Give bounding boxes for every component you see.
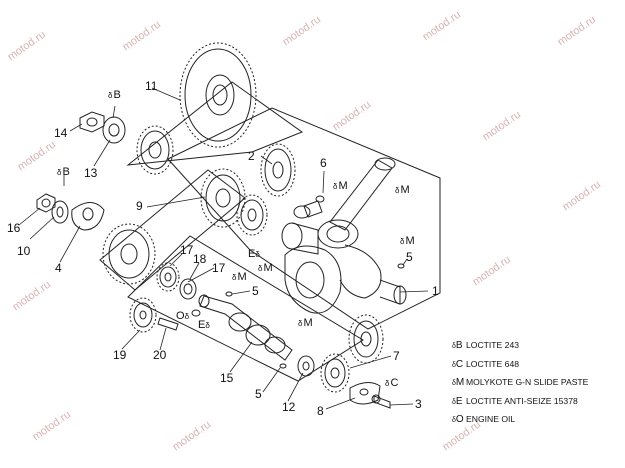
crankshaft-1: [281, 222, 407, 314]
pin-5a: [397, 263, 405, 269]
plate-4: [71, 202, 105, 231]
part-label-18: 18: [193, 252, 207, 266]
marker-e: Eδ: [248, 248, 260, 260]
marker-m: δM: [298, 317, 313, 329]
part-label-16: 16: [7, 221, 21, 235]
bearing-6: [315, 195, 325, 203]
washer-12: [297, 355, 315, 377]
marker-e: Eδ: [198, 319, 210, 331]
gear-2: [236, 143, 296, 236]
marker-m: δM: [400, 235, 415, 247]
gear-13: [136, 125, 174, 175]
camshaft-15: [198, 294, 293, 361]
plate-8: [349, 382, 381, 405]
gear-19: [129, 297, 157, 333]
nut-14: [79, 111, 105, 133]
washer-13: [102, 116, 126, 144]
pin-5b: [225, 291, 233, 297]
marker-m: δM: [333, 180, 348, 192]
marker-m: δM: [395, 184, 410, 196]
part-label-15: 15: [220, 371, 234, 385]
pin-5c: [279, 363, 287, 369]
washer-10: [51, 200, 69, 224]
part-label-12: 12: [282, 400, 296, 414]
o-ring: [191, 309, 201, 317]
marker-m: δM: [232, 271, 247, 283]
part-label-11: 11: [145, 79, 158, 93]
frame-camshaft-group: [127, 235, 364, 382]
nut-16: [36, 193, 56, 213]
part-label-17: 17: [180, 243, 194, 257]
gear-17: [156, 262, 180, 292]
part-label-1: 1: [432, 284, 439, 298]
part-label-13: 13: [84, 166, 98, 180]
part-label-5: 5: [255, 387, 262, 401]
pin-20: [157, 317, 179, 331]
frame-crankshaft-group: [167, 107, 441, 330]
part-label-9: 9: [136, 199, 143, 213]
part-label-14: 14: [54, 126, 68, 140]
marker-m: δM: [258, 262, 273, 274]
marker-b: δB: [57, 166, 70, 178]
part-label-17: 17: [212, 261, 226, 275]
washer-18: [179, 278, 197, 300]
marker-c: δC: [385, 377, 399, 389]
part-label-10: 10: [17, 244, 31, 258]
part-label-7: 7: [393, 349, 400, 363]
marker-o: Oδ: [176, 310, 190, 322]
part-label-20: 20: [153, 348, 167, 362]
part-label-5: 5: [252, 284, 259, 298]
part-label-3: 3: [415, 397, 422, 411]
part-label-6: 6: [320, 156, 327, 170]
bolt-3: [373, 395, 391, 409]
part-label-19: 19: [113, 348, 127, 362]
frame-gear-11-group: [126, 81, 304, 166]
part-label-4: 4: [55, 261, 62, 275]
marker-b: δB: [108, 89, 121, 101]
part-label-2: 2: [248, 149, 255, 163]
part-label-5: 5: [406, 250, 413, 264]
connecting-rod-6: [293, 157, 396, 249]
gear-11: [179, 42, 257, 148]
part-label-8: 8: [317, 404, 324, 418]
